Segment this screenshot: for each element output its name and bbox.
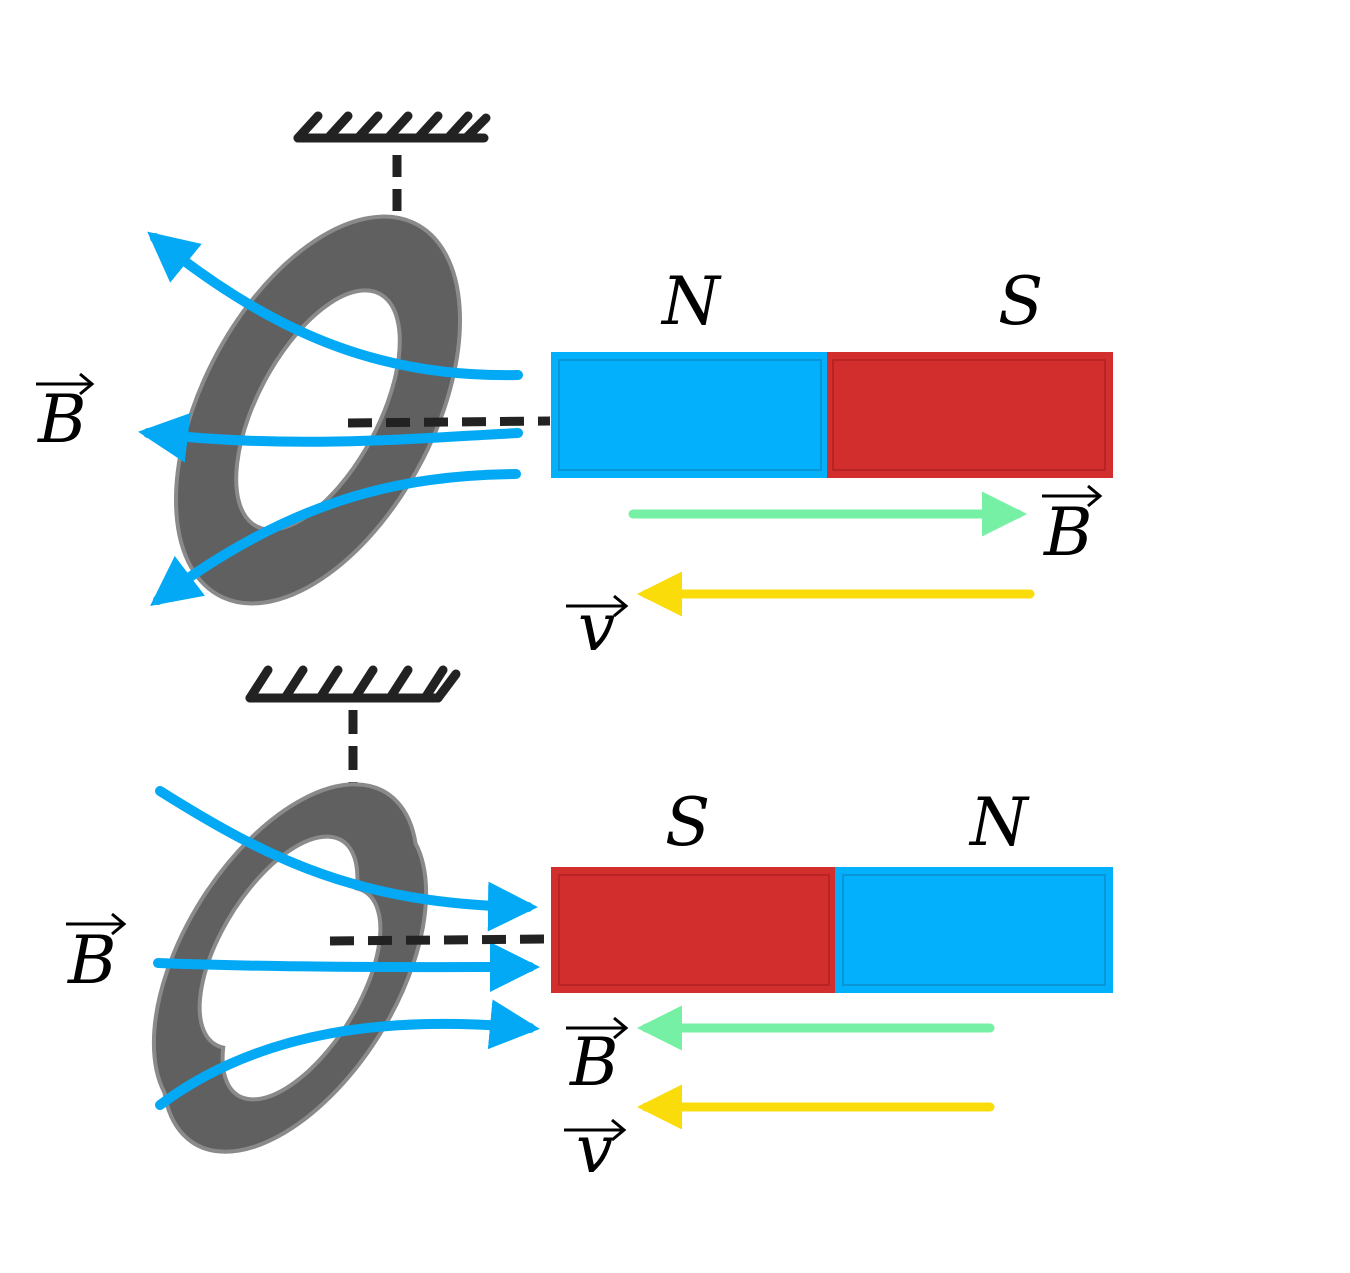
bottom-field-lines: [153, 786, 540, 1110]
bottom-ring-field-label: B: [66, 912, 127, 999]
bottom-velocity-label: v: [564, 1111, 627, 1188]
bottom-magnet-north-label: N: [968, 784, 1030, 861]
svg-text:v: v: [576, 1111, 613, 1188]
bottom-axis-line: [329, 934, 551, 946]
top-ceiling-support: [293, 111, 491, 143]
top-velocity-label: v: [566, 589, 629, 666]
bottom-magnet-north-pole: [835, 867, 1113, 993]
top-ring: [174, 214, 462, 606]
top-field-line-upper: [147, 231, 523, 381]
top-magnet-field-label: B: [1042, 484, 1103, 571]
bottom-magnet: [551, 867, 1113, 993]
bottom-ceiling-support: [245, 665, 461, 703]
svg-text:B: B: [569, 1024, 619, 1101]
top-axis-line: [347, 416, 551, 428]
top-magnet-north-pole: [551, 352, 829, 478]
top-scene: N S B B v: [36, 111, 1113, 666]
svg-text:B: B: [67, 922, 117, 999]
bottom-field-line-middle: [153, 942, 540, 993]
svg-text:B: B: [37, 381, 87, 458]
top-magnet: [551, 352, 1113, 478]
bottom-field-line-upper: [155, 786, 538, 932]
top-magnet-north-label: N: [660, 263, 722, 340]
bottom-field-line-lower: [155, 999, 540, 1110]
bottom-magnet-south-label: S: [665, 784, 710, 861]
bottom-magnet-field-label: B: [566, 1016, 629, 1101]
bottom-scene: S N B B v: [66, 665, 1113, 1188]
bottom-magnet-south-pole: [551, 867, 837, 993]
svg-text:B: B: [1043, 494, 1093, 571]
svg-text:v: v: [578, 589, 615, 666]
top-ring-field-label: B: [36, 372, 95, 458]
top-magnet-south-pole: [827, 352, 1113, 478]
top-field-line-lower: [150, 469, 521, 607]
top-field-line-middle: [138, 412, 523, 463]
top-magnet-south-label: S: [998, 263, 1043, 340]
top-field-lines: [138, 231, 523, 607]
